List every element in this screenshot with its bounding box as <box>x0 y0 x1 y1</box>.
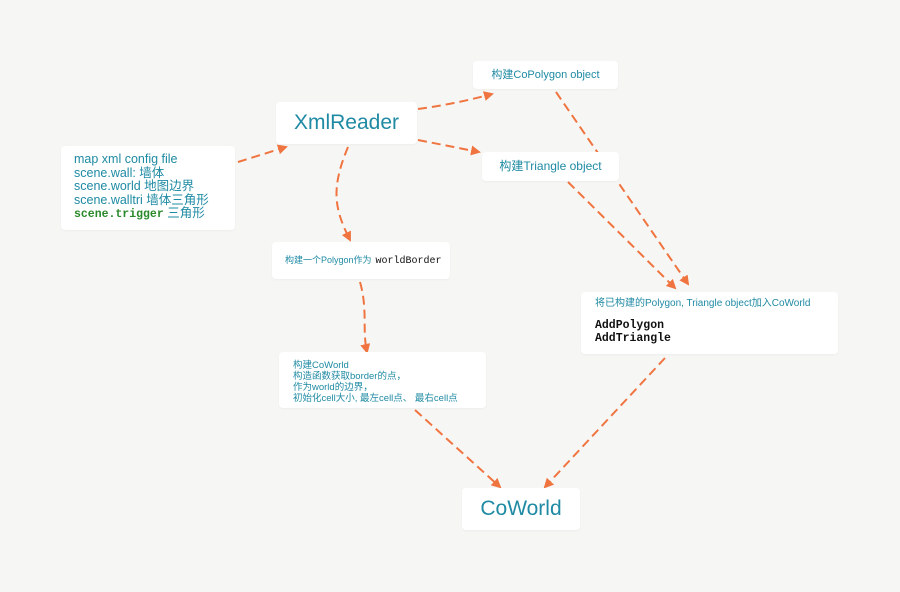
config-trigger-text: 三角形 <box>163 206 205 220</box>
addworld-node: 将已构建的Polygon, Triangle object加入CoWorld A… <box>581 292 838 354</box>
config-line-2: scene.wall: 墙体 <box>74 165 165 180</box>
config-line-4: scene.walltri 墙体三角形 <box>74 192 209 207</box>
coworld-label: CoWorld <box>480 497 562 520</box>
edge-xmlreader-to-copolygon <box>417 91 494 110</box>
worldborder-label: 构建一个Polygon作为 <box>285 255 372 265</box>
edge-xmlreader-to-worldborder <box>335 146 351 242</box>
xmlreader-label: XmlReader <box>293 111 400 134</box>
edge-config-to-xmlreader <box>237 144 288 163</box>
edge-xmlreader-to-triangle <box>417 139 481 156</box>
coworld-ctor-line-3: 作为world的边界， <box>293 382 373 393</box>
triangle-label: 构建Triangle object <box>499 159 602 173</box>
triangle-node: 构建Triangle object <box>482 152 619 181</box>
coworld-ctor-line-1: 构建CoWorld <box>293 360 349 371</box>
addworld-code: AddPolygon AddTriangle <box>595 319 838 345</box>
config-node: map xml config file scene.wall: 墙体 scene… <box>61 146 235 230</box>
coworld-ctor-node: 构建CoWorld 构造函数获取border的点， 作为world的边界， 初始… <box>279 352 486 408</box>
coworld-ctor-line-2: 构造函数获取border的点， <box>293 371 406 382</box>
edge-triangle-to-addworld <box>567 181 677 290</box>
xmlreader-node: XmlReader <box>276 102 417 144</box>
worldborder-code: worldBorder <box>375 256 442 267</box>
config-trigger-code: scene.trigger <box>74 208 164 221</box>
edge-copolygon-to-addworld <box>555 91 690 286</box>
copolygon-label: 构建CoPolygon object <box>491 69 600 81</box>
addworld-code-add-triangle: AddTriangle <box>595 332 671 345</box>
addworld-code-add-polygon: AddPolygon <box>595 319 665 332</box>
copolygon-node: 构建CoPolygon object <box>473 61 618 89</box>
edge-coworld-ctor-to-coworld <box>414 409 502 489</box>
config-line-5: scene.trigger 三角形 <box>74 206 235 222</box>
config-line-1: map xml config file <box>74 152 178 166</box>
config-line-3: scene.world 地图边界 <box>74 179 195 193</box>
coworld-node: CoWorld <box>462 488 580 530</box>
coworld-ctor-line-4: 初始化cell大小, 最左cell点、 最右cell点 <box>293 393 458 404</box>
addworld-title: 将已构建的Polygon, Triangle object加入CoWorld <box>595 298 811 309</box>
edge-worldborder-to-coworld-ctor <box>359 281 371 354</box>
edge-addworld-to-coworld <box>543 357 666 489</box>
